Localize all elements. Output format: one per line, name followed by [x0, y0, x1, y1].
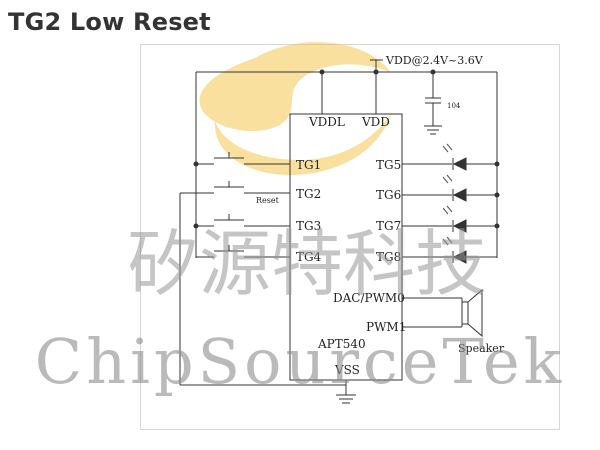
- watermark-chinese: 矽源特科技: [126, 222, 487, 306]
- junction-dots: [193, 69, 500, 229]
- page-title: TG2 Low Reset: [8, 8, 211, 36]
- pin-tg2: TG2: [296, 187, 321, 201]
- capacitor-label: 104: [447, 102, 461, 110]
- pin-tg3: TG3: [296, 219, 321, 233]
- reset-label: Reset: [256, 196, 280, 205]
- pin-vddl: VDDL: [308, 115, 345, 129]
- pin-vdd: VDD: [361, 115, 390, 129]
- pin-tg6: TG6: [376, 188, 401, 202]
- supply-label: VDD@2.4V~3.6V: [385, 54, 484, 67]
- led-diodes: [452, 157, 467, 264]
- pin-dac-pwm0: DAC/PWM0: [333, 291, 405, 305]
- pin-tg4: TG4: [296, 250, 322, 264]
- pin-tg1: TG1: [296, 158, 321, 172]
- watermark-english: ChipSourceTek: [34, 325, 566, 398]
- chip-name: APT540: [317, 337, 366, 351]
- pin-pwm1: PWM1: [366, 320, 406, 334]
- pin-vss: VSS: [334, 363, 360, 377]
- watermark-logo: [199, 42, 392, 175]
- pin-tg5: TG5: [376, 158, 401, 172]
- pin-tg8: TG8: [376, 250, 401, 264]
- speaker-label: Speaker: [458, 342, 505, 355]
- pin-tg7: TG7: [376, 219, 401, 233]
